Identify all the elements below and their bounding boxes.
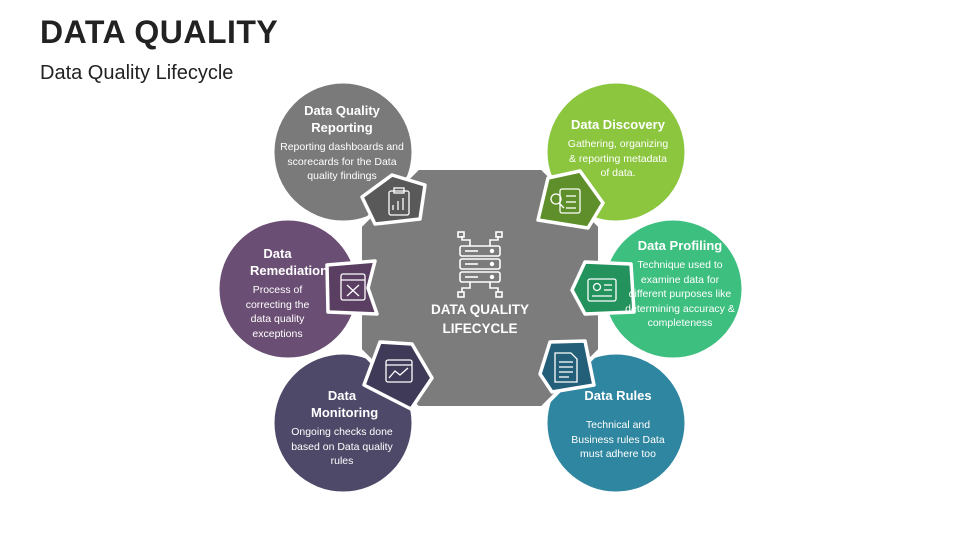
center-label-line2: LIFECYCLE [442, 321, 518, 336]
page-title: DATA QUALITY [40, 14, 279, 50]
badge-profiling [570, 260, 636, 316]
badge-monitoring [362, 340, 434, 411]
badge-rules [538, 339, 596, 394]
badge-discovery [536, 169, 605, 230]
stage-description: Ongoing checks done based on Data qualit… [291, 426, 393, 467]
browser-tools-icon [340, 273, 366, 301]
profile-card-icon [587, 278, 617, 302]
stage-remediation: Data Remediation Process of correcting t… [220, 245, 335, 341]
stage-profiling: Data Profiling Technique used to examine… [625, 237, 735, 331]
stage-title: Data Monitoring [311, 388, 379, 420]
stage-reporting: Data Quality Reporting Reporting dashboa… [277, 102, 407, 184]
magnifier-clipboard-icon [550, 188, 581, 214]
stage-description: Gathering, organizing & reporting metada… [567, 138, 669, 179]
center-label-line1: DATA QUALITY [431, 302, 529, 317]
stage-description: Reporting dashboards and scorecards for … [280, 141, 404, 182]
stage-title: Data Quality Reporting [304, 103, 380, 135]
stage-title: Data Profiling [637, 238, 723, 253]
report-clipboard-icon [388, 187, 410, 216]
document-list-icon [554, 352, 578, 383]
stage-title: Data Remediation [250, 246, 329, 278]
stage-title: Data Rules [584, 388, 652, 403]
badge-remediation [325, 259, 379, 316]
monitor-chart-icon [385, 359, 413, 383]
badge-reporting [360, 173, 427, 226]
stage-discovery: Data Discovery Gathering, organizing & r… [553, 116, 683, 181]
stage-title: Data Discovery [571, 117, 665, 132]
stage-monitoring: Data Monitoring Ongoing checks done base… [277, 387, 407, 469]
stage-description: Process of correcting the data quality e… [245, 284, 310, 340]
stage-description: Technique used to examine data for diffe… [625, 259, 735, 329]
page-subtitle: Data Quality Lifecycle [40, 62, 234, 84]
server-rack-icon [457, 231, 503, 298]
stage-description: Technical and Business rules Data must a… [571, 419, 665, 460]
stage-rules: Data Rules Technical and Business rules … [568, 387, 668, 462]
center-label: DATA QUALITY LIFECYCLE [420, 300, 540, 338]
